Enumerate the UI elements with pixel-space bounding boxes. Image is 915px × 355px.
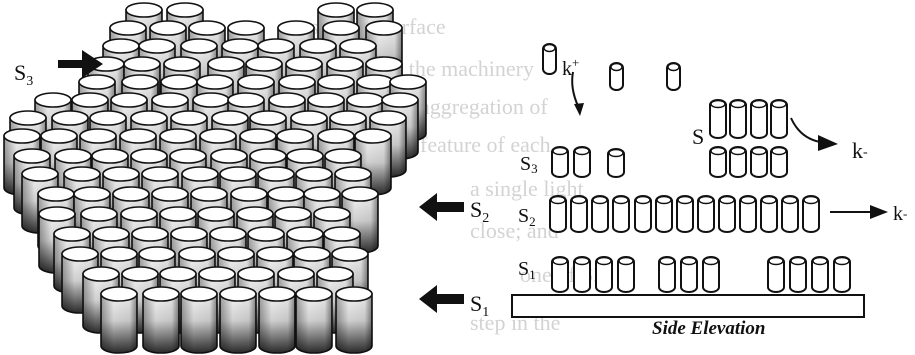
s2-cylinder: [761, 196, 777, 232]
k-minus-top-arrow-icon: [791, 118, 820, 142]
s2-cylinder: [571, 196, 587, 232]
s1-cylinder: [812, 257, 828, 292]
s1-cylinder: [790, 257, 806, 292]
s1-cylinder: [659, 257, 675, 292]
left-label-s1: S1: [470, 291, 489, 320]
s1-cylinder: [768, 257, 784, 292]
s2-cylinder: [613, 196, 629, 232]
k-plus-arrow-icon: [572, 72, 578, 106]
s1-cylinder: [596, 257, 612, 292]
k-minus-mid-arrow-icon: [870, 205, 888, 219]
s1-cylinder: [618, 257, 634, 292]
s2-cylinder: [740, 196, 756, 232]
s3-cylinder: [574, 147, 590, 177]
side-label-s2: S2: [518, 205, 536, 229]
free-monomer: [610, 63, 623, 90]
s3-cylinder: [710, 147, 726, 177]
top-cluster-cylinder: [710, 100, 726, 138]
s2-cylinder: [592, 196, 608, 232]
s1-cylinder: [574, 257, 590, 292]
s2-cylinder: [719, 196, 735, 232]
k-minus-top-label: k-: [852, 138, 868, 163]
s3-cylinder: [608, 149, 624, 177]
k-plus-label: k+: [562, 55, 579, 80]
k-minus-mid-label: k-: [893, 203, 907, 225]
cylinder-protein: [296, 287, 332, 353]
s2-cylinder: [782, 196, 798, 232]
s1-cylinder: [681, 257, 697, 292]
s2-cylinder: [656, 196, 672, 232]
s3-cylinder: [751, 147, 767, 177]
membrane-cylinder-cluster: [4, 3, 426, 353]
bg-line-3: aggregation of: [420, 94, 548, 119]
top-cluster-cylinder: [751, 100, 767, 138]
s2-cylinder: [635, 196, 651, 232]
top-cluster-cylinder: [771, 100, 787, 138]
s2-cylinder: [550, 196, 566, 232]
free-monomer: [667, 63, 680, 90]
cylinder-protein: [101, 287, 137, 353]
membrane-base: [512, 295, 864, 317]
s3-cylinder: [730, 147, 746, 177]
left-label-s3: S3: [14, 60, 33, 89]
cylinder-protein: [336, 287, 372, 353]
cylinder-protein: [259, 287, 295, 353]
cylinder-protein: [220, 287, 256, 353]
left-label-s2: S2: [470, 197, 489, 226]
s1-cylinder: [703, 257, 719, 292]
s1-cylinder: [834, 257, 850, 292]
free-monomer: [543, 44, 556, 74]
s3-cylinder: [552, 147, 568, 177]
top-cluster-cylinder: [730, 100, 746, 138]
s3-cylinder: [771, 147, 787, 177]
cylinder-protein: [143, 287, 179, 353]
side-label-s-top: S: [692, 124, 704, 149]
s1-cylinder: [552, 257, 568, 292]
s2-cylinder: [803, 196, 819, 232]
side-elevation-caption: Side Elevation: [652, 318, 765, 339]
left-arrow-icon: [419, 285, 464, 313]
s2-cylinder: [698, 196, 714, 232]
bg-line-5: a single light: [470, 176, 584, 201]
cylinder-protein: [181, 287, 217, 353]
s2-cylinder: [677, 196, 693, 232]
left-arrow-icon: [419, 193, 464, 221]
